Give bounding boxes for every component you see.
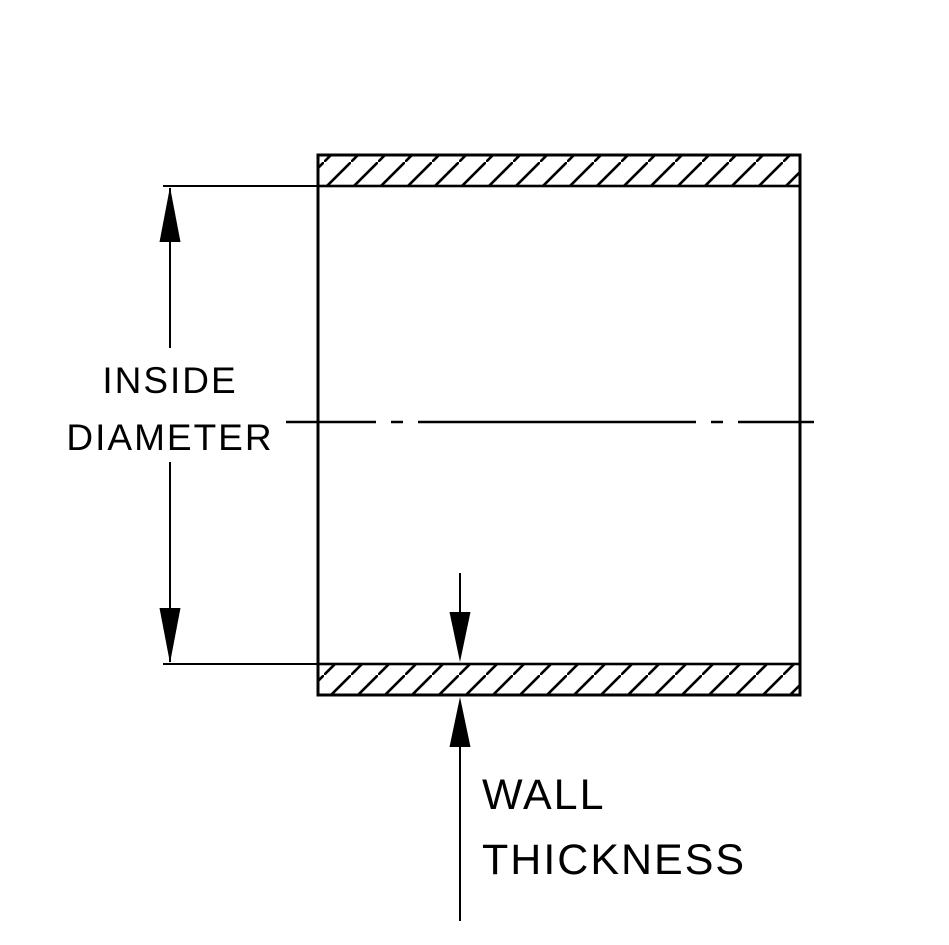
tube-body-outline (316, 153, 802, 697)
inside-diameter-label-line2: DIAMETER (66, 417, 273, 458)
tube-bottom-wall (316, 662, 802, 697)
tube-top-wall (316, 153, 802, 188)
wall-thickness-label-line2: THICKNESS (482, 836, 746, 884)
inside-diameter-arrow-down-icon (159, 608, 181, 663)
wall-thickness-arrow-up-icon (449, 697, 471, 747)
inside-diameter-label-line1: INSIDE (102, 360, 237, 401)
wall-thickness-arrow-down-icon (449, 612, 471, 662)
inside-diameter-arrow-up-icon (159, 187, 181, 242)
wall-thickness-label-line1: WALL (482, 771, 606, 819)
